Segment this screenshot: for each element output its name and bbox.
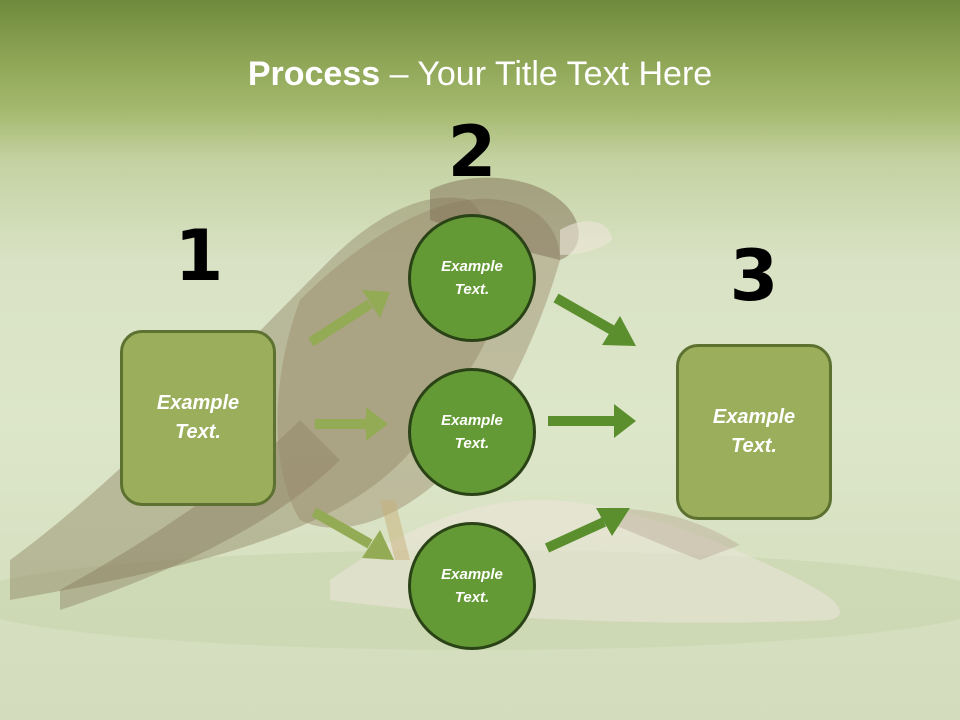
step-2-circle-bottom: Example Text. bbox=[408, 522, 536, 650]
step-1-box: Example Text. bbox=[120, 330, 276, 506]
step-number-2: 2 bbox=[447, 111, 497, 193]
arrow-to-circle-bottom bbox=[311, 507, 394, 560]
title-rest: – Your Title Text Here bbox=[380, 55, 713, 93]
arrow-to-circle-top bbox=[308, 290, 390, 347]
step-number-3: 3 bbox=[729, 235, 779, 317]
arrow-from-circle-top bbox=[553, 293, 636, 346]
arrow-from-circle-middle bbox=[548, 404, 636, 438]
title-bold: Process bbox=[247, 55, 381, 93]
step-2-circle-top: Example Text. bbox=[408, 214, 536, 342]
arrow-from-circle-bottom bbox=[544, 508, 630, 553]
slide-title: Process – Your Title Text Here bbox=[0, 52, 960, 96]
arrow-to-circle-middle bbox=[315, 407, 388, 441]
step-2-circle-middle: Example Text. bbox=[408, 368, 536, 496]
step-3-box: Example Text. bbox=[676, 344, 832, 520]
step-number-1: 1 bbox=[174, 215, 224, 297]
